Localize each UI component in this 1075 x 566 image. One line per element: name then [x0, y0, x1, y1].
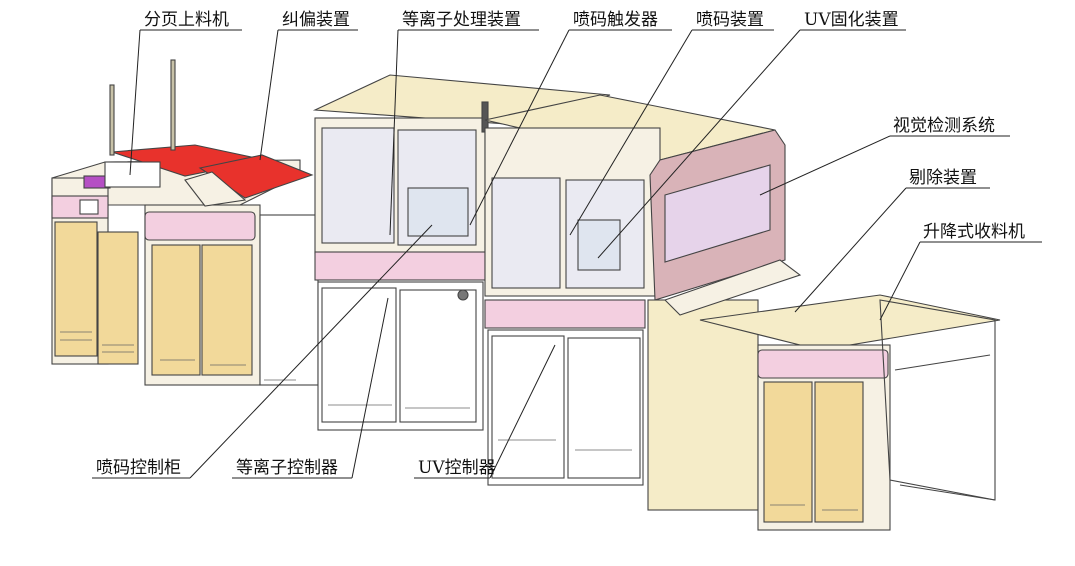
label-coder-cabinet: 喷码控制柜	[96, 458, 181, 478]
label-plasma: 等离子处理装置	[402, 10, 521, 30]
leader-lines	[92, 29, 1042, 479]
plasma-unit	[312, 74, 611, 431]
callout-labels: 分页上料机 纠偏装置 等离子处理装置 喷码触发器 喷码装置 UV固化装置 视觉检…	[96, 10, 1025, 478]
label-trigger: 喷码触发器	[573, 10, 658, 30]
label-vision: 视觉检测系统	[893, 116, 995, 136]
reject-receiver-unit	[699, 294, 1001, 531]
label-uv-cure: UV固化装置	[804, 10, 899, 30]
vision-unit	[647, 129, 802, 511]
label-plasma-ctrl: 等离子控制器	[236, 458, 338, 478]
label-deviation: 纠偏装置	[282, 10, 350, 30]
label-reject: 剔除装置	[909, 168, 977, 188]
label-lift-receiver: 升降式收料机	[923, 222, 1025, 242]
deviation-unit	[144, 154, 319, 386]
label-feeder: 分页上料机	[144, 10, 229, 30]
coder-uv-unit	[484, 94, 776, 486]
label-uv-ctrl: UV控制器	[418, 458, 496, 478]
machine-illustration	[51, 59, 1001, 531]
label-coder: 喷码装置	[696, 10, 764, 30]
